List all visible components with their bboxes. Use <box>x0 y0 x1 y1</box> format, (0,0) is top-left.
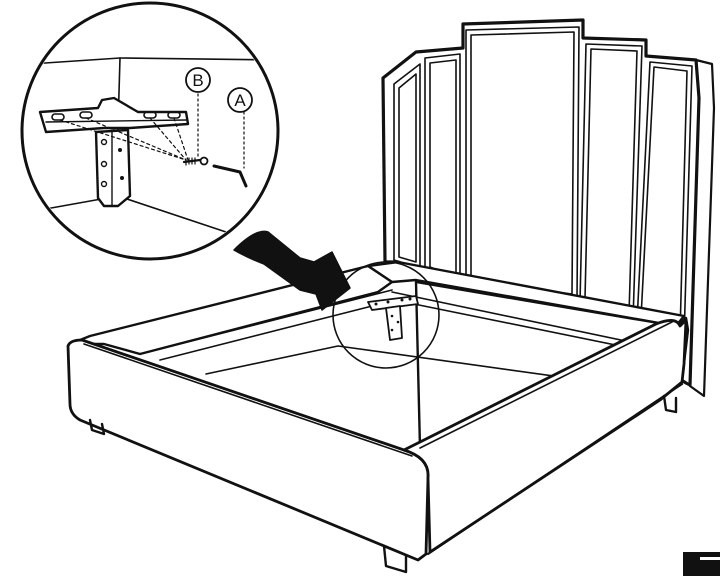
detail-magnifier: B A <box>20 1 280 261</box>
corner-bracket-small <box>367 295 419 341</box>
callout-b-label: B <box>192 71 203 90</box>
callout-b: B <box>185 67 211 93</box>
callout-a-label: A <box>234 91 246 110</box>
detail-highlight-circle <box>332 261 440 369</box>
callout-a: A <box>227 87 253 113</box>
page-corner-tab-stripe <box>700 557 720 560</box>
bolt-b <box>182 156 209 166</box>
page-corner-tab <box>683 552 720 576</box>
curved-pointer-arrow <box>233 230 351 311</box>
allen-key-a <box>212 164 248 188</box>
